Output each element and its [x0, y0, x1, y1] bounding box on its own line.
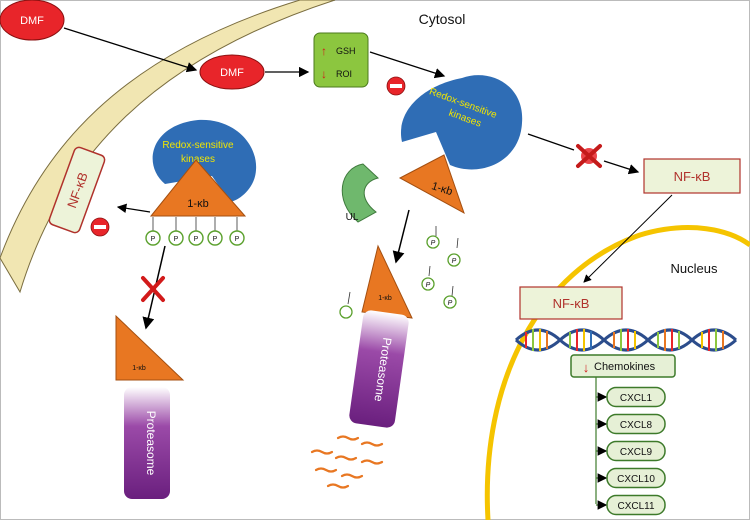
- chemokines-box: [570, 354, 676, 378]
- phospho-group: P: [168, 217, 184, 246]
- phospho-label: P: [431, 240, 436, 247]
- cxcl-box: [606, 494, 666, 516]
- peptide-fragment: [340, 473, 364, 479]
- nfkb-cytosolic-label: NF-κB: [674, 169, 711, 184]
- ikb-middle-free-label: 1-κb: [378, 295, 392, 302]
- phospho-label: P: [174, 236, 179, 243]
- phospho-group: P: [145, 217, 161, 246]
- dmf-extracellular-oval: [0, 0, 65, 41]
- peptide-fragment: [334, 455, 358, 461]
- phospho-group: P: [443, 285, 457, 309]
- arrow-kinase-to-block: [527, 133, 575, 151]
- gsh-up-arrow-icon: ↑: [321, 44, 327, 58]
- proteasome-left-label: Proteasome: [144, 411, 158, 476]
- proteasome-middle-group: Proteasome: [349, 310, 409, 428]
- ikb-left-label: 1-κb: [187, 198, 208, 210]
- gsh-label: GSH: [336, 46, 356, 56]
- arrow-dmf-entry: [63, 27, 198, 73]
- peptide-fragment: [314, 467, 338, 473]
- block-x-icon-right: [576, 144, 602, 168]
- cxcl-label: CXCL10: [617, 474, 655, 485]
- peptide-fragment: [326, 483, 350, 489]
- phospho-label: P: [194, 236, 199, 243]
- cxcl-box: [606, 467, 666, 489]
- roi-label: ROI: [336, 69, 352, 79]
- dmf-extracellular-label: DMF: [20, 15, 44, 27]
- ikb-left-triangle: [149, 159, 247, 217]
- peptide-fragment: [360, 441, 384, 447]
- peptide-fragment: [336, 435, 360, 441]
- arrow-block-to-nfkb: [603, 160, 640, 175]
- arrow-ikb-to-nfkb: [116, 203, 151, 214]
- nfkb-sequestered-box: [48, 146, 106, 234]
- phospho-group: P: [229, 217, 245, 246]
- arrow-gsh-to-kinases: [369, 51, 446, 79]
- inhibit-icon-gsh: [386, 76, 406, 96]
- kinase-left-label-1: Redox-sensitive: [162, 140, 234, 151]
- phospho-label: P: [213, 236, 218, 243]
- ikb-middle-triangle: [398, 154, 465, 215]
- proteasome-left: [124, 387, 170, 499]
- arrow-middle-degradation: [392, 209, 410, 264]
- kinase-left-label-2: kinases: [181, 154, 215, 165]
- phospho-groups-middle: P P P P: [339, 226, 461, 319]
- phospho-label: P: [235, 236, 240, 243]
- cytosol-label: Cytosol: [419, 11, 466, 27]
- phospho-group: P: [188, 217, 204, 246]
- cxcl-label: CXCL8: [620, 420, 653, 431]
- phospho-group: P: [421, 265, 435, 291]
- block-x-icon-left: [141, 276, 165, 302]
- phospho-group: P: [426, 226, 440, 249]
- nfkb-cytosolic-box: [643, 158, 741, 194]
- ikb-left-free-triangle: [115, 314, 185, 381]
- dmf-intracellular-label: DMF: [220, 67, 244, 79]
- phospho-label: P: [151, 236, 156, 243]
- ubiquitin-ligase-shape: [341, 163, 380, 223]
- peptide-fragments: [310, 435, 384, 489]
- kinase-right-shape: [400, 75, 523, 170]
- inhibit-icon-left: [90, 217, 110, 237]
- cxcl-box: [606, 440, 666, 462]
- chemokines-down-arrow-icon: ↓: [583, 360, 590, 375]
- cxcl-label: CXCL9: [620, 447, 653, 458]
- nfkb-nuclear-label: NF-κB: [553, 296, 590, 311]
- cxcl-box: [606, 413, 666, 435]
- nucleus-label: Nucleus: [671, 261, 718, 276]
- ubiquitin-ligase-label: UL: [346, 212, 359, 223]
- cxcl-label: CXCL11: [617, 501, 654, 512]
- phospho-group: P: [207, 217, 223, 246]
- phospho-label: P: [426, 282, 431, 289]
- proteasome-middle: [349, 310, 409, 428]
- roi-down-arrow-icon: ↓: [321, 67, 327, 81]
- peptide-fragment: [310, 449, 334, 455]
- nfkb-nuclear-box: [519, 286, 623, 320]
- ikb-left-free-label: 1-κb: [132, 365, 146, 372]
- dna-helix-icon: [514, 328, 738, 352]
- dmf-intracellular-oval: [199, 54, 265, 90]
- phospho-group: [339, 291, 353, 319]
- chemokines-label: Chemokines: [594, 361, 656, 373]
- phospho-group: P: [447, 237, 461, 267]
- arrow-nfkb-translocation: [583, 194, 673, 283]
- cxcl-label: CXCL1: [620, 393, 653, 404]
- phospho-label: P: [452, 258, 457, 265]
- phospho-groups-left: P P P P P: [145, 217, 245, 246]
- nfkb-sequestered-group: NF-κB: [48, 146, 106, 234]
- gsh-roi-box: [313, 32, 369, 88]
- cxcl-box: [606, 386, 666, 408]
- peptide-fragment: [360, 459, 384, 465]
- nuclear-envelope: [484, 225, 750, 520]
- phospho-label: P: [448, 300, 453, 307]
